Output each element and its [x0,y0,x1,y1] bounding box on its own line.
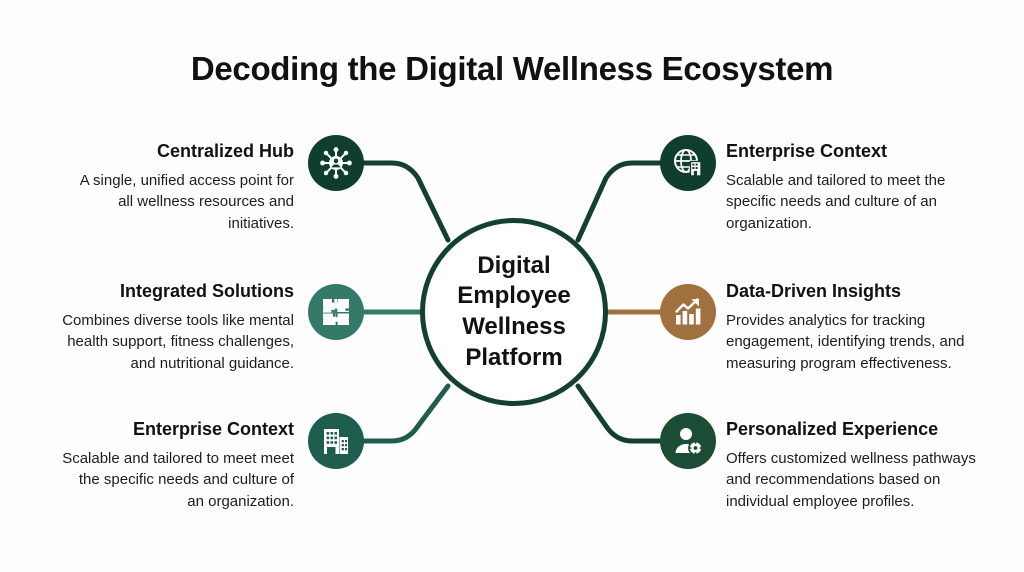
globe-building-icon[interactable] [660,135,716,191]
node-title-centralized-hub: Centralized Hub [156,141,294,161]
node-desc-centralized-hub: A single, unified access point for all w… [79,171,294,233]
node-data-driven-insights: Data-Driven Insights Provides analytics … [726,280,994,375]
node-enterprise-context-left: Enterprise Context Scalable and tailored… [62,418,294,513]
node-centralized-hub: Centralized Hub A single, unified access… [62,140,294,235]
connector-enterprise-context-left [361,383,451,444]
node-desc-enterprise-context-right: Scalable and tailored to meet the specif… [726,171,946,233]
node-desc-data-driven-insights: Provides analytics for tracking engageme… [726,311,965,373]
center-hub: Digital Employee Wellness Platform [420,218,608,406]
bar-chart-growth-icon[interactable] [660,284,716,340]
connector-centralized-hub [361,160,451,243]
center-hub-label: Digital Employee Wellness Platform [457,251,571,371]
node-desc-enterprise-context-left: Scalable and tailored to meet meet the s… [62,449,294,511]
node-enterprise-context-right: Enterprise Context Scalable and tailored… [726,140,994,235]
node-desc-personalized-experience: Offers customized wellness pathways and … [726,449,976,511]
node-title-enterprise-context-left: Enterprise Context [132,419,294,439]
puzzle-pieces-icon[interactable] [308,284,364,340]
node-integrated-solutions: Integrated Solutions Combines diverse to… [62,280,294,375]
node-title-enterprise-context-right: Enterprise Context [726,141,888,161]
connector-enterprise-context-right [575,160,663,243]
person-gear-icon[interactable] [660,413,716,469]
node-title-integrated-solutions: Integrated Solutions [119,281,294,301]
office-buildings-icon[interactable] [308,413,364,469]
node-personalized-experience: Personalized Experience Offers customize… [726,418,994,513]
node-title-data-driven-insights: Data-Driven Insights [726,281,902,301]
connector-personalized-experience [575,383,663,444]
hub-network-icon[interactable] [308,135,364,191]
page-title: Decoding the Digital Wellness Ecosystem [190,50,834,87]
node-title-personalized-experience: Personalized Experience [726,419,939,439]
node-desc-integrated-solutions: Combines diverse tools like mental healt… [62,311,294,373]
